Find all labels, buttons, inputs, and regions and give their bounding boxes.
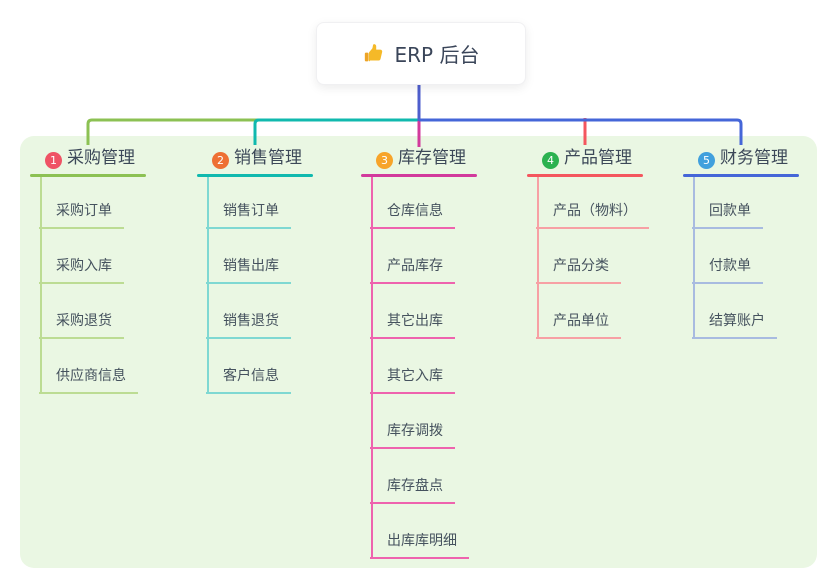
child-item: 产品（物料） [536, 201, 649, 229]
connector-branch-5 [419, 118, 743, 145]
root-node: ERP 后台 [316, 22, 526, 85]
child-item: 出库库明细 [370, 531, 469, 559]
child-item: 产品单位 [536, 311, 621, 339]
branch-underline [197, 174, 313, 177]
child-item-label: 库存调拨 [387, 423, 443, 439]
child-item-label: 出库库明细 [387, 533, 457, 549]
branch-badge: 4 [542, 152, 559, 169]
child-item: 采购订单 [39, 201, 124, 229]
child-item-label: 采购退货 [56, 313, 112, 329]
child-item: 销售出库 [206, 256, 291, 284]
child-item: 销售订单 [206, 201, 291, 229]
child-item-label: 供应商信息 [56, 368, 126, 384]
child-item: 其它出库 [370, 311, 455, 339]
child-item-label: 采购入库 [56, 258, 112, 274]
child-item-label: 产品单位 [553, 313, 609, 329]
root-title: ERP 后台 [394, 43, 480, 67]
child-item-label: 回款单 [709, 203, 751, 219]
child-item-label: 产品（物料） [553, 203, 637, 219]
branch-badge: 2 [212, 152, 229, 169]
child-item-label: 仓库信息 [387, 203, 443, 219]
child-item-label: 其它入库 [387, 368, 443, 384]
child-item: 其它入库 [370, 366, 455, 394]
connector-lines [86, 83, 743, 147]
child-vertical-line [693, 177, 695, 339]
child-item: 库存盘点 [370, 476, 455, 504]
child-item-label: 产品分类 [553, 258, 609, 274]
child-item-label: 结算账户 [709, 313, 765, 329]
child-item: 库存调拨 [370, 421, 455, 449]
branch-label: 产品管理 [564, 148, 632, 168]
child-item-label: 采购订单 [56, 203, 112, 219]
child-vertical-line [537, 177, 539, 339]
child-item: 回款单 [692, 201, 763, 229]
child-item: 采购入库 [39, 256, 124, 284]
child-item: 产品分类 [536, 256, 621, 284]
branch-label: 库存管理 [398, 148, 466, 168]
child-item: 供应商信息 [39, 366, 138, 394]
connector-branch-1 [86, 118, 259, 145]
child-item: 仓库信息 [370, 201, 455, 229]
branch-label: 财务管理 [720, 148, 788, 168]
child-item-label: 销售出库 [223, 258, 279, 274]
child-item: 客户信息 [206, 366, 291, 394]
child-item-label: 销售订单 [223, 203, 279, 219]
child-item: 销售退货 [206, 311, 291, 339]
branch-label: 销售管理 [234, 148, 302, 168]
child-vertical-line [40, 177, 42, 394]
branch-badge: 1 [45, 152, 62, 169]
branch-badge: 5 [698, 152, 715, 169]
branch-label: 采购管理 [67, 148, 135, 168]
branch-badge: 3 [376, 152, 393, 169]
child-item-label: 产品库存 [387, 258, 443, 274]
child-item: 付款单 [692, 256, 763, 284]
branch-underline [30, 174, 146, 177]
child-item: 采购退货 [39, 311, 124, 339]
child-item-label: 其它出库 [387, 313, 443, 329]
child-item: 产品库存 [370, 256, 455, 284]
branch-underline [683, 174, 799, 177]
child-item-label: 库存盘点 [387, 478, 443, 494]
branch-underline [361, 174, 477, 177]
branch-underline [527, 174, 643, 177]
connector-branch-2 [253, 118, 421, 145]
branches-panel [20, 136, 817, 568]
child-vertical-line [207, 177, 209, 394]
thumbs-up-icon [364, 43, 382, 61]
child-vertical-line [371, 177, 373, 559]
child-item-label: 付款单 [709, 258, 751, 274]
child-item: 结算账户 [692, 311, 777, 339]
child-item-label: 销售退货 [223, 313, 279, 329]
child-item-label: 客户信息 [223, 368, 279, 384]
